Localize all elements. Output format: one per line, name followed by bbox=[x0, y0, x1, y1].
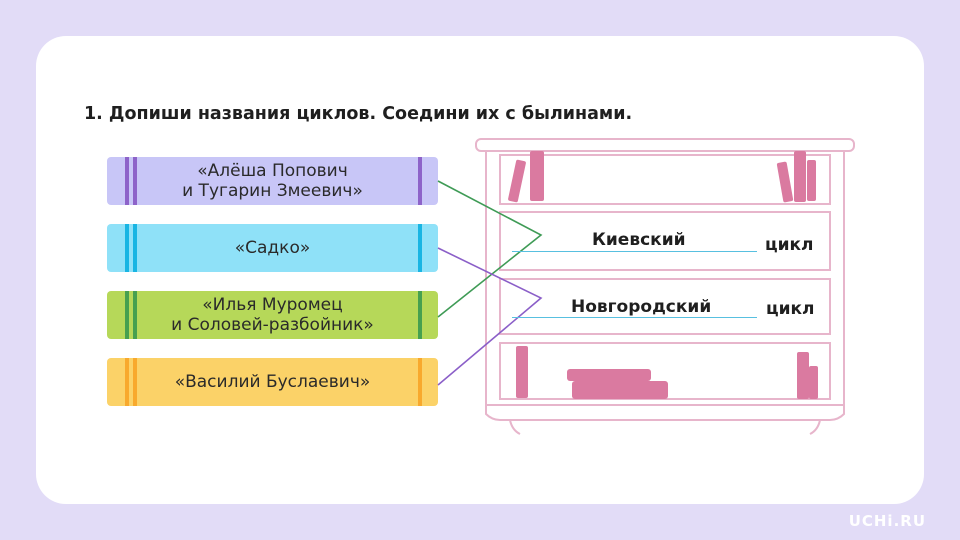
book-alesha-popovich[interactable]: «Алёша Попович и Тугарин Змеевич» bbox=[107, 157, 438, 205]
book-spine-stripe bbox=[133, 157, 137, 205]
shelf-top-cornice bbox=[475, 138, 855, 152]
book-spine-stripe bbox=[125, 224, 129, 272]
book-spine-stripe bbox=[418, 157, 422, 205]
standing-book bbox=[809, 366, 818, 399]
shelf-compartment-2 bbox=[499, 211, 831, 271]
book-ilya-muromets[interactable]: «Илья Муромец и Соловей-разбойник» bbox=[107, 291, 438, 339]
book-spine-stripe bbox=[418, 358, 422, 406]
shelf-books-top bbox=[508, 151, 816, 203]
connector-kiev bbox=[437, 180, 543, 318]
book-spine-stripe bbox=[133, 291, 137, 339]
lying-book bbox=[572, 381, 668, 399]
book-spine-stripe bbox=[418, 224, 422, 272]
book-title: «Садко» bbox=[234, 238, 311, 258]
connector-novgorod bbox=[437, 247, 543, 386]
standing-book bbox=[807, 160, 816, 201]
answer-underline bbox=[512, 251, 757, 252]
shelf-leg-left bbox=[509, 419, 521, 435]
standing-book bbox=[776, 161, 794, 203]
shelf-base bbox=[485, 404, 845, 421]
book-spine-stripe bbox=[125, 358, 129, 406]
standing-book bbox=[794, 151, 806, 202]
shelf-compartment-3 bbox=[499, 278, 831, 335]
uchi-logo: UCHi.RU bbox=[848, 512, 926, 530]
lying-book bbox=[567, 369, 651, 381]
task-title: 1. Допиши названия циклов. Соедини их с … bbox=[84, 104, 633, 124]
answer-underline bbox=[512, 317, 757, 318]
book-title: «Алёша Попович и Тугарин Змеевич» bbox=[182, 161, 363, 201]
book-title: «Василий Буслаевич» bbox=[174, 372, 371, 392]
standing-book bbox=[508, 159, 526, 203]
book-spine-stripe bbox=[125, 157, 129, 205]
standing-book bbox=[797, 352, 809, 399]
book-sadko[interactable]: «Садко» bbox=[107, 224, 438, 272]
cycle-label: цикл bbox=[765, 235, 814, 255]
standing-book bbox=[516, 346, 528, 398]
book-title: «Илья Муромец и Соловей-разбойник» bbox=[171, 295, 374, 335]
answer-novgorod[interactable]: Новгородский bbox=[571, 297, 712, 317]
cycle-label: цикл bbox=[766, 299, 815, 319]
book-spine-stripe bbox=[133, 224, 137, 272]
shelf-leg-right bbox=[809, 419, 821, 435]
answer-kiev[interactable]: Киевский bbox=[592, 230, 686, 250]
book-spine-stripe bbox=[125, 291, 129, 339]
book-spine-stripe bbox=[418, 291, 422, 339]
book-spine-stripe bbox=[133, 358, 137, 406]
shelf-books-bottom bbox=[516, 346, 818, 399]
standing-book bbox=[530, 151, 544, 201]
shelf-compartment-1 bbox=[499, 154, 831, 205]
book-vasily-buslaevich[interactable]: «Василий Буслаевич» bbox=[107, 358, 438, 406]
